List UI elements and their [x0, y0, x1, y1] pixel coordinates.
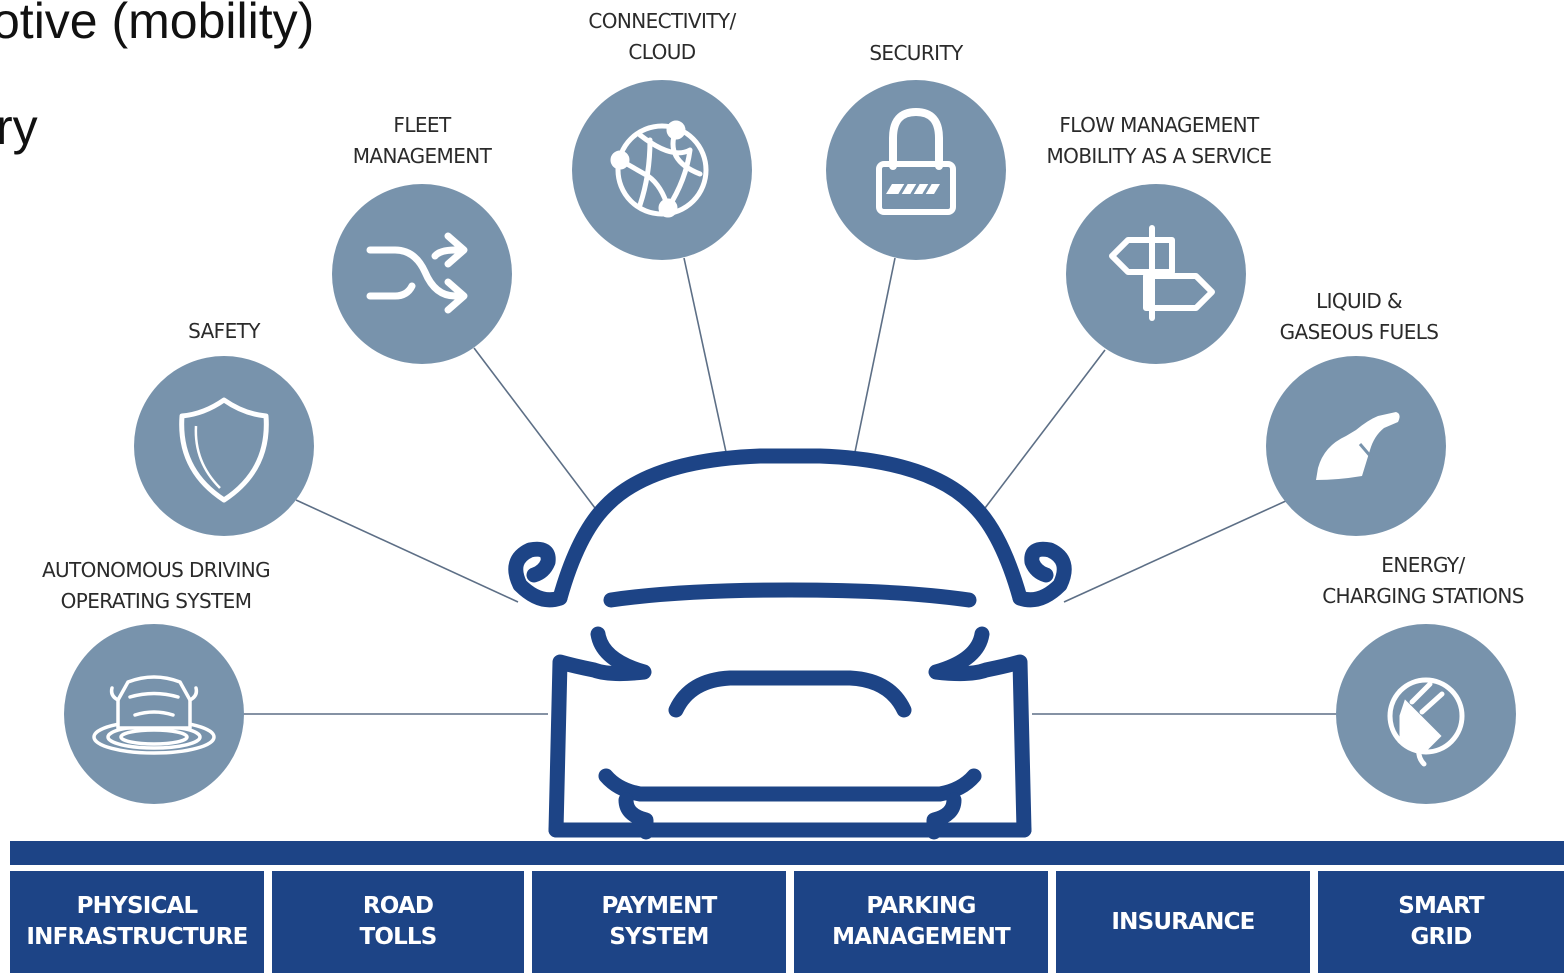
label-energy: ENERGY/ CHARGING STATIONS [1296, 550, 1550, 612]
label-connectivity-line-2: CLOUD [628, 40, 696, 64]
label-flow: FLOW MANAGEMENT MOBILITY AS A SERVICE [1018, 110, 1300, 172]
circle-fleet [332, 184, 512, 364]
label-autonomous: AUTONOMOUS DRIVING OPERATING SYSTEM [20, 555, 292, 617]
bottom-cell-parking-management: PARKING MANAGEMENT [794, 871, 1048, 973]
circle-security [826, 80, 1006, 260]
bottom-cell-line: MANAGEMENT [832, 924, 1011, 950]
connector-safety [295, 499, 519, 603]
label-security: SECURITY [826, 38, 1006, 69]
bottom-cell-line: ROAD [362, 893, 434, 919]
label-connectivity: CONNECTIVITY/ CLOUD [552, 6, 772, 68]
label-energy-line-2: CHARGING STATIONS [1322, 584, 1524, 608]
bottom-cell-line: SYSTEM [609, 924, 709, 950]
bottom-cell-line: INSURANCE [1111, 908, 1255, 935]
label-fleet-line-2: MANAGEMENT [352, 144, 492, 168]
connector-security [854, 257, 896, 453]
plug-icon [1387, 677, 1465, 767]
bottom-cell-smart-grid: SMART GRID [1318, 871, 1564, 973]
signpost-icon [1109, 225, 1215, 321]
car-outline [508, 448, 1072, 840]
road-bar [10, 841, 1564, 865]
label-autonomous-line-1: AUTONOMOUS DRIVING [41, 558, 271, 582]
shield-icon [179, 397, 269, 503]
circle-connectivity [572, 80, 752, 260]
bottom-cell-insurance: INSURANCE [1056, 871, 1310, 973]
bottom-cell-line: PAYMENT [601, 893, 718, 919]
label-fleet-line-1: FLEET [393, 113, 451, 137]
label-fuels: LIQUID & GASEOUS FUELS [1254, 286, 1464, 348]
bottom-cell-line: GRID [1410, 924, 1472, 950]
label-safety: SAFETY [144, 316, 304, 347]
bottom-cell-line: TOLLS [359, 924, 437, 950]
bottom-cell-line: PARKING [866, 893, 976, 919]
bottom-cell-payment-system: PAYMENT SYSTEM [532, 871, 786, 973]
bottom-cell-road-tolls: ROAD TOLLS [272, 871, 524, 973]
globe-network-icon [610, 120, 709, 218]
label-fuels-line-2: GASEOUS FUELS [1279, 320, 1439, 344]
connector-fuels [1063, 499, 1289, 603]
label-autonomous-line-2: OPERATING SYSTEM [60, 589, 252, 613]
label-flow-line-1: FLOW MANAGEMENT [1059, 113, 1259, 137]
circle-energy [1336, 624, 1516, 804]
car-radar-icon [92, 675, 216, 755]
label-connectivity-line-1: CONNECTIVITY/ [588, 9, 736, 33]
connector-connectivity [683, 257, 727, 453]
bottom-cell-line: INFRASTRUCTURE [26, 924, 248, 950]
label-safety-line-1: SAFETY [188, 319, 260, 343]
label-flow-line-2: MOBILITY AS A SERVICE [1046, 144, 1273, 168]
bottom-cell-line: SMART [1398, 893, 1484, 919]
connector-lines [243, 257, 1336, 715]
bottom-cell-physical-infrastructure: PHYSICAL INFRASTRUCTURE [10, 871, 264, 973]
bottom-cell-line: PHYSICAL [76, 893, 199, 919]
connector-flow [981, 349, 1106, 513]
label-security-line-1: SECURITY [869, 41, 963, 65]
padlock-icon [876, 107, 956, 215]
heading-line-1: otive (mobility) [0, 0, 315, 49]
shuffle-arrows-icon [366, 232, 468, 314]
circle-safety [134, 356, 314, 536]
label-fuels-line-1: LIQUID & [1316, 289, 1402, 313]
fuel-nozzle-icon [1316, 412, 1400, 480]
label-energy-line-1: ENERGY/ [1381, 553, 1465, 577]
connector-fleet [473, 347, 599, 513]
service-circles [64, 80, 1516, 804]
label-fleet: FLEET MANAGEMENT [322, 110, 522, 172]
heading-line-2: ry [0, 99, 38, 155]
